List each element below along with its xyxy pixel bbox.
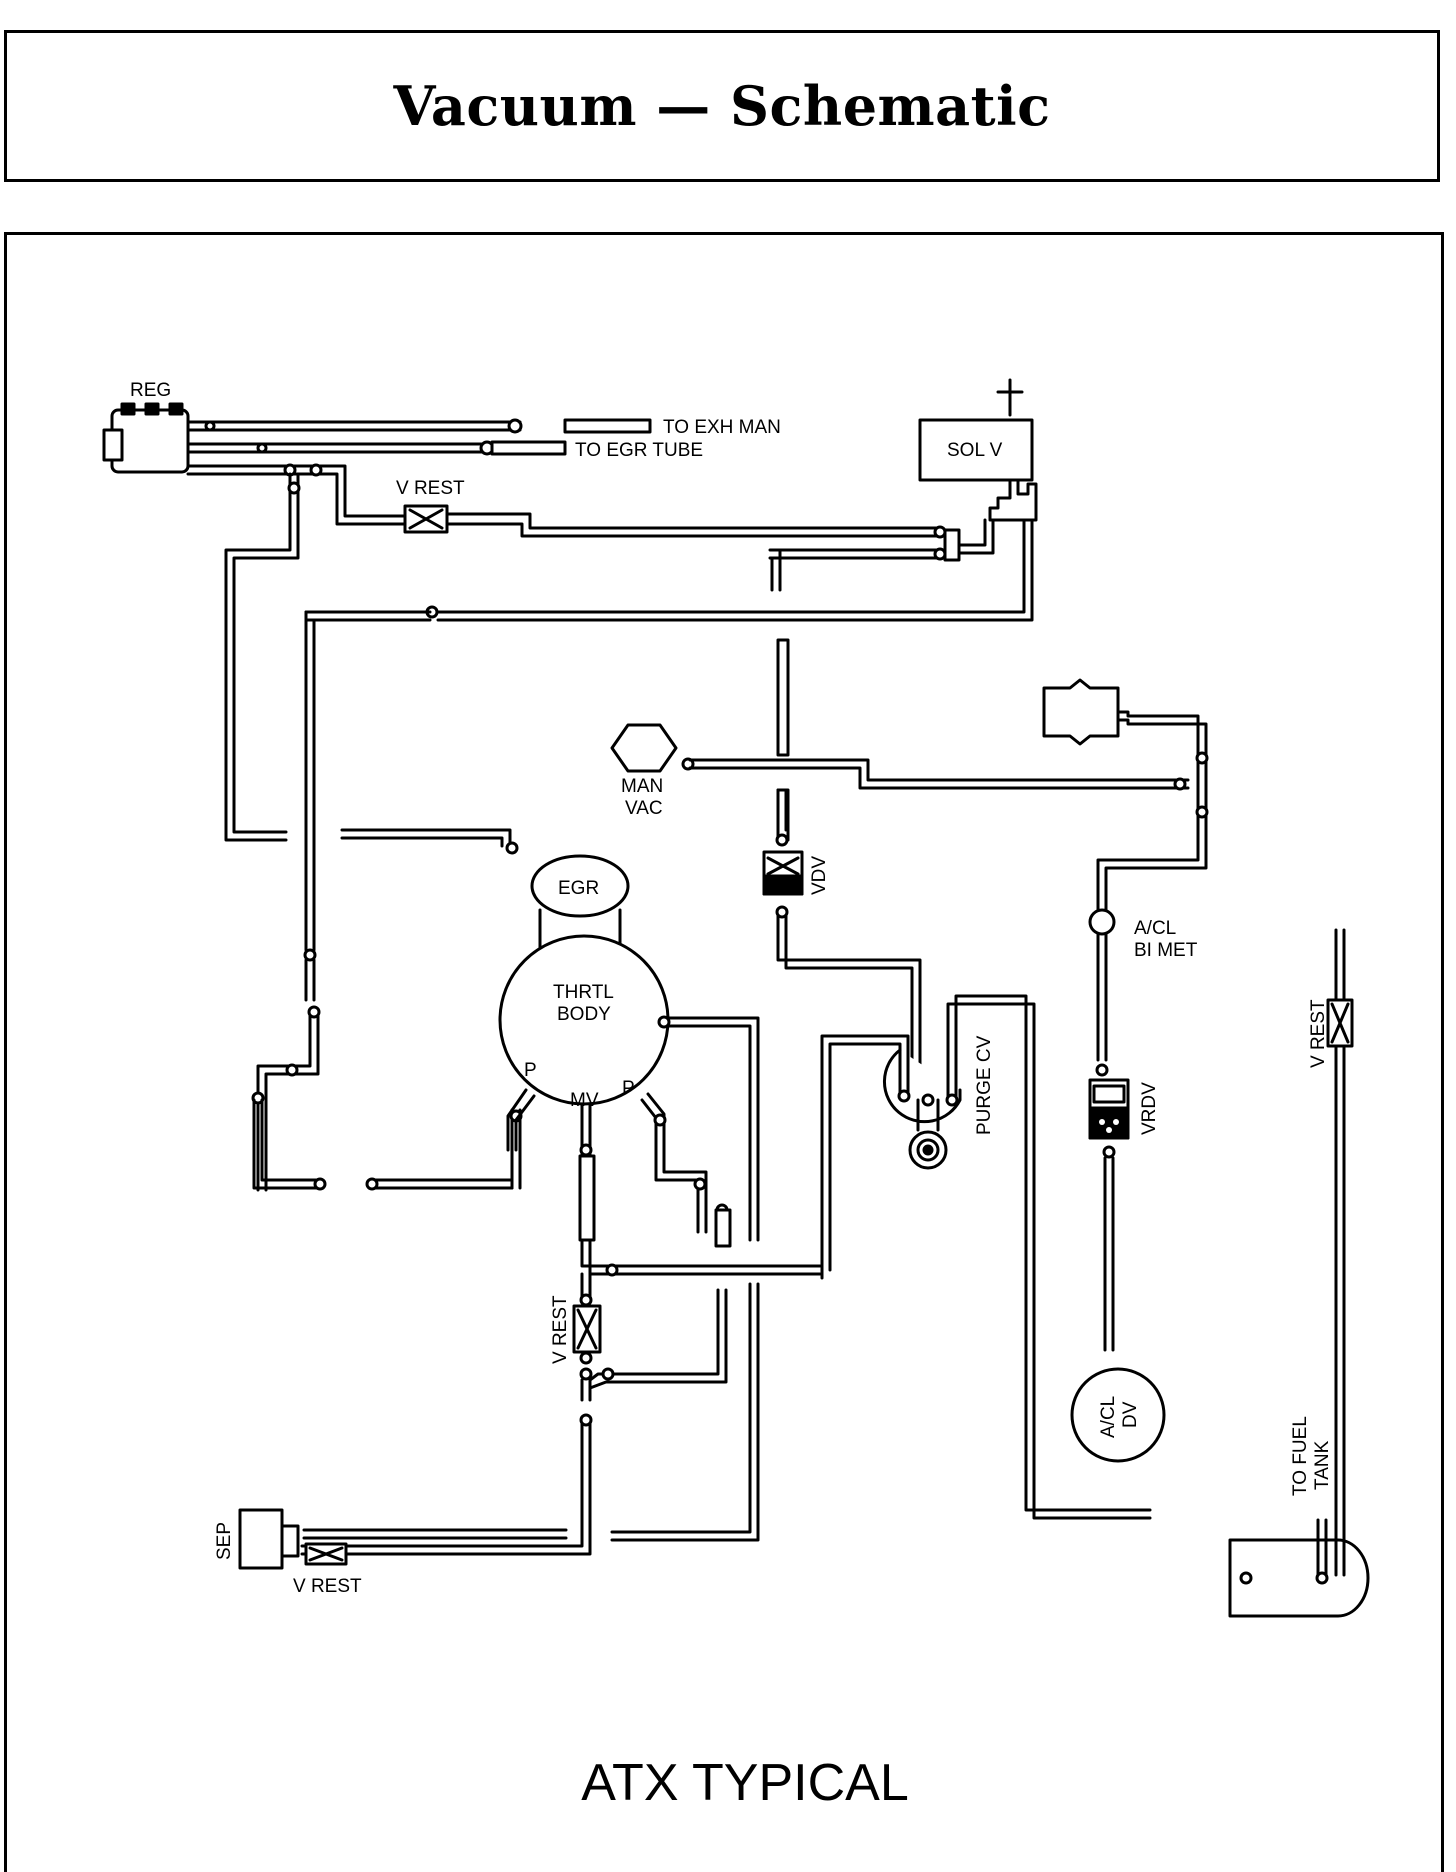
hose-to-egr-tube [186, 440, 567, 456]
purge-cv-label: PURGE CV [974, 1035, 995, 1135]
hose-to-exh-man [186, 418, 652, 434]
to-fuel-tank-label-2: TANK [1312, 1440, 1333, 1490]
man-vac-label-1: MAN [621, 776, 663, 797]
v-rest-bottom-label: V REST [293, 1576, 362, 1597]
upper-right-component [1042, 678, 1209, 902]
port-p-right-label: P [622, 1078, 635, 1099]
reg-component [102, 402, 190, 474]
port-mv-label: MV [570, 1090, 599, 1111]
sep-component [238, 1508, 348, 1570]
title-box: Vacuum — Schematic [4, 30, 1440, 182]
vrdv-label: VRDV [1139, 1082, 1160, 1135]
man-vac-component [610, 723, 1190, 791]
thrtl-body-label-2: BODY [557, 1004, 611, 1025]
hose-reg-left-vertical [224, 472, 519, 855]
vrdv-component [1088, 1078, 1130, 1352]
acl-bimet-component [1088, 898, 1116, 1077]
vdv-component [762, 788, 922, 1092]
throttle-body-component [498, 934, 760, 1248]
acl-dv-label-1: A/CL [1098, 1396, 1119, 1438]
v-rest-top-label: V REST [396, 478, 465, 499]
acl-dv-label-2: DV [1120, 1401, 1141, 1428]
to-exh-man-label: TO EXH MAN [663, 417, 781, 438]
reg-label: REG [130, 380, 171, 401]
page-title: Vacuum — Schematic [393, 74, 1051, 138]
man-vac-label-2: VAC [625, 798, 663, 819]
port-p-left-label: P [524, 1060, 537, 1081]
hose-reg-to-solv [186, 463, 995, 592]
acl-bimet-label-1: A/CL [1134, 918, 1176, 939]
v-rest-right-component [1326, 928, 1354, 1577]
egr-label: EGR [558, 878, 599, 899]
to-fuel-tank-label-1: TO FUEL [1290, 1416, 1311, 1496]
diagram-caption: ATX TYPICAL [581, 1754, 909, 1812]
fuel-tank-component [1228, 1518, 1370, 1618]
sol-v-component [251, 378, 1038, 1192]
thrtl-body-label-1: THRTL [553, 982, 614, 1003]
vdv-label: VDV [809, 856, 830, 895]
acl-dv-component [1070, 1367, 1166, 1463]
egr-component [530, 854, 630, 952]
v-rest-right-label: V REST [1308, 999, 1329, 1068]
diagram-frame [4, 232, 1444, 1872]
sol-v-label: SOL V [947, 440, 1003, 461]
sep-label: SEP [214, 1522, 235, 1560]
acl-bimet-label-2: BI MET [1134, 940, 1198, 961]
center-right-hoses [610, 1282, 760, 1542]
v-rest-center-label: V REST [550, 1295, 571, 1364]
v-rest-center-component [300, 1238, 822, 1556]
purge-cv-component [820, 994, 1152, 1520]
to-egr-tube-label: TO EGR TUBE [575, 440, 703, 461]
